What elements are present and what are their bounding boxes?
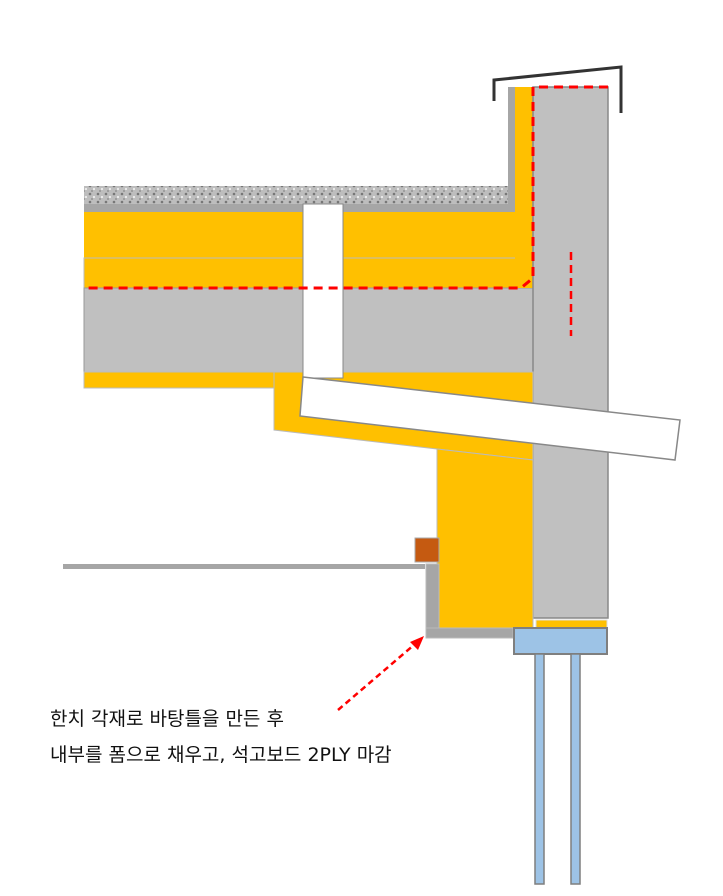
anchor-leg-right <box>570 653 581 885</box>
parapet-insulation <box>515 87 533 288</box>
waterproof-line <box>84 85 608 290</box>
gravel-layer <box>84 186 510 204</box>
annotation-line-2: 내부를 폼으로 채우고, 석고보드 2PLY 마감 <box>50 744 392 766</box>
ceiling-line <box>63 564 425 569</box>
parapet-flashing <box>508 87 515 212</box>
base-plate <box>513 627 608 655</box>
concrete-wall <box>532 86 609 619</box>
slab-underside-insulation <box>83 371 275 389</box>
base-insulation-strip <box>535 619 608 629</box>
steel-angle-vertical <box>425 563 440 631</box>
wall-base-insulation <box>436 448 534 629</box>
drain-pipe <box>302 203 344 379</box>
annotation-arrow <box>337 643 416 711</box>
sloped-board <box>299 376 681 461</box>
screed-layer <box>84 204 508 212</box>
annotation-line-1: 한치 각재로 바탕틀을 만든 후 <box>50 708 284 730</box>
steel-angle-horizontal <box>425 627 514 639</box>
parapet-cap <box>492 65 623 113</box>
timber-block <box>414 537 440 563</box>
arrow-head-icon <box>410 636 424 650</box>
anchor-leg-left <box>534 653 545 885</box>
